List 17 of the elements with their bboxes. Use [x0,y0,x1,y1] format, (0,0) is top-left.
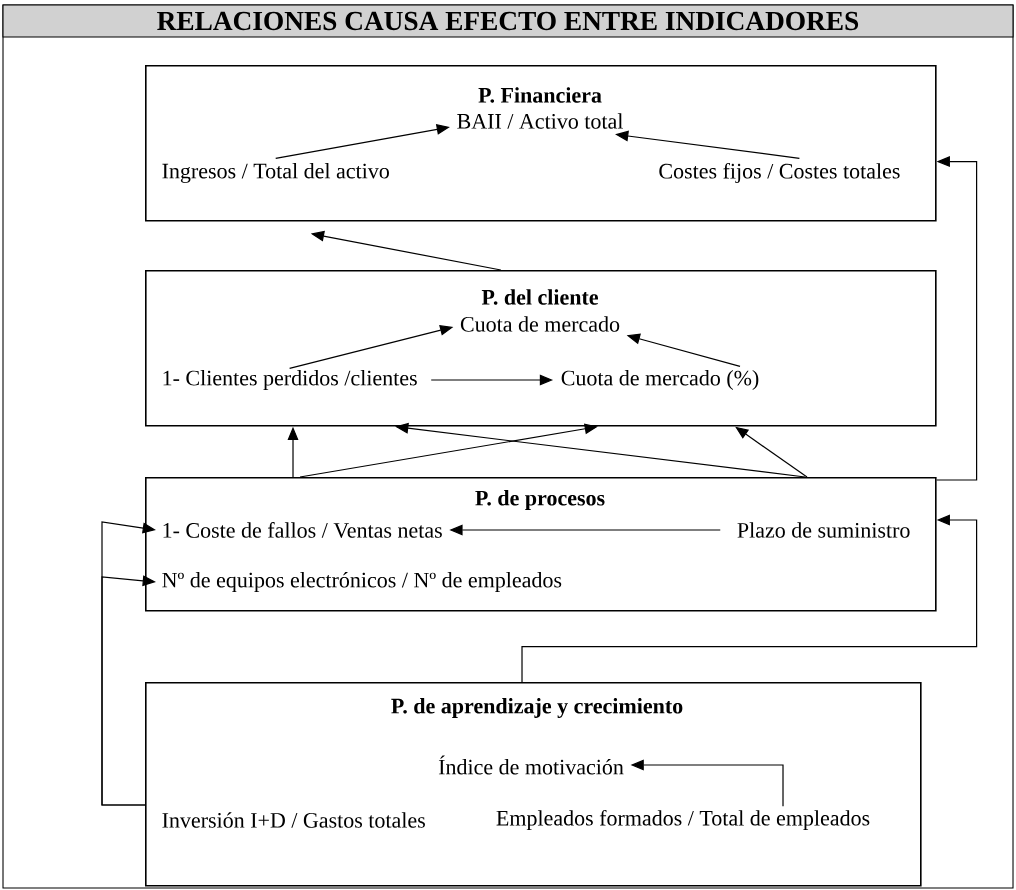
indicator-text: Cuota de mercado (%) [561,370,759,390]
indicator-text: Plazo de suministro [737,522,910,538]
indicator-text: Ingresos / Total del activo [162,163,389,183]
indicator-text: BAII / Activo total [457,113,623,129]
arrow [735,426,808,478]
arrow [936,156,978,481]
indicator-text: 1- Clientes perdidos /clientes [163,370,417,390]
indicator-text: Empleados formados / Total de empleados [496,809,870,831]
indicator-text: Inversión I+D / Gastos totales [162,812,425,828]
indicator-text: 1- Coste de fallos / Ventas netas [163,522,442,538]
indicator-text: Cuota de mercado [460,316,620,332]
title-banner: RELACIONES CAUSA EFECTO ENTRE INDICADORES [2,4,1014,38]
indicator-text: Costes fijos / Costes totales [659,162,900,184]
indicator-text: Índice de motivación [438,755,624,775]
arrow [521,514,978,683]
arrow [275,123,450,159]
indicator-text: Nº de equipos electrónicos / Nº de empleados [162,572,562,592]
